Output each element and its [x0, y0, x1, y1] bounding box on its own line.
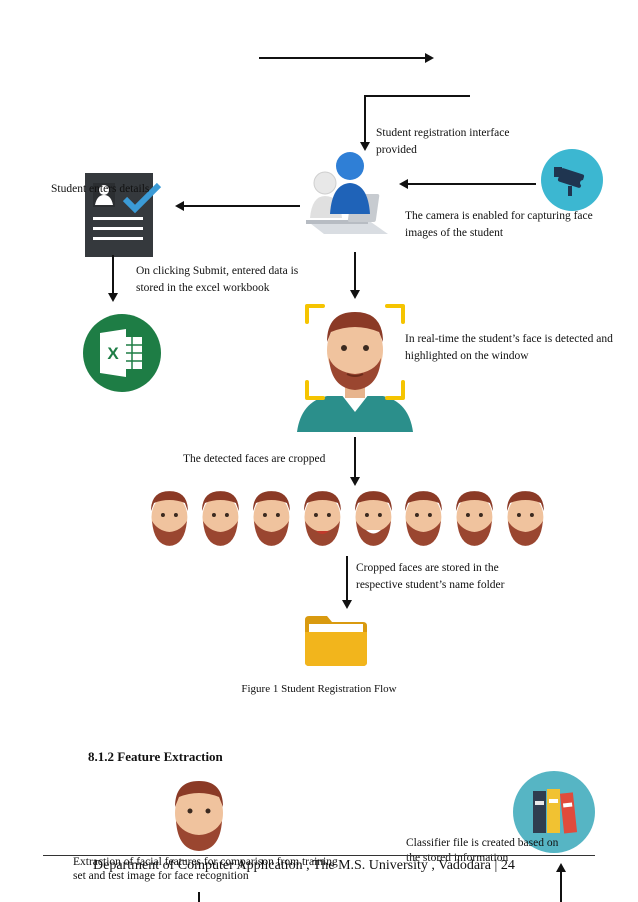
- submit-label: On clicking Submit, entered data is stor…: [136, 265, 299, 294]
- details-arrow-line: [183, 205, 300, 207]
- excel-arrow-line: [112, 255, 114, 295]
- face-arrow-head: [350, 290, 360, 299]
- top-arrow-line: [259, 57, 427, 59]
- cropped-faces-strip: [145, 487, 550, 548]
- camera-arrow-line: [407, 183, 536, 185]
- interface-label: Student registration interface provided: [376, 127, 510, 156]
- folder-arrow-line: [346, 556, 348, 601]
- form-document-icon: [85, 173, 162, 257]
- crop-arrow-line: [354, 437, 356, 478]
- realtime-label: In real-time the student’s face is detec…: [405, 333, 613, 362]
- bottom-right-arrow-line: [560, 872, 562, 902]
- camera-icon: [541, 149, 603, 211]
- interface-arrow-head: [360, 142, 370, 151]
- figure-caption: Figure 1 Student Registration Flow: [241, 683, 397, 695]
- cropped-face-image: [450, 487, 500, 548]
- feature-face-illustration: [167, 777, 231, 852]
- stored-label: Cropped faces are stored in the respecti…: [356, 562, 505, 591]
- folder-arrow-head: [342, 600, 352, 609]
- camera-arrow-head: [399, 179, 408, 189]
- excel-letter: X: [107, 344, 119, 363]
- details-arrow-head: [175, 201, 184, 211]
- interface-arrow-vertical: [364, 95, 366, 143]
- cropped-face-image: [195, 487, 245, 548]
- top-arrow-head: [425, 53, 434, 63]
- bottom-right-arrow-head: [556, 863, 566, 872]
- camera-label: The camera is enabled for capturing face…: [405, 210, 593, 239]
- cropped-label: The detected faces are cropped: [183, 453, 326, 465]
- cropped-face-image: [348, 487, 398, 548]
- cropped-face-image: [297, 487, 347, 548]
- face-arrow-line: [354, 252, 356, 291]
- section-heading: 8.1.2 Feature Extraction: [88, 749, 223, 764]
- cropped-face-image: [246, 487, 296, 548]
- excel-arrow-head: [108, 293, 118, 302]
- crop-arrow-head: [350, 477, 360, 486]
- extraction-label: Extraction of facial features for compar…: [73, 856, 338, 882]
- footer-text: Department of Computer Application , The…: [93, 858, 515, 874]
- interface-arrow-horizontal: [364, 95, 470, 97]
- classifier-books-icon: [513, 771, 595, 853]
- excel-icon: X: [83, 314, 161, 392]
- enters-details-label: Student enters details: [51, 183, 150, 195]
- footer-department: Department of Computer Application , The…: [93, 858, 492, 873]
- cropped-face-image: [501, 487, 550, 548]
- cropped-face-image: [399, 487, 449, 548]
- folder-icon: [305, 616, 367, 666]
- footer-separator: |: [494, 858, 501, 873]
- detected-face-illustration: [297, 304, 413, 432]
- page-number: 24: [500, 858, 515, 873]
- bottom-left-arrow-line: [198, 892, 200, 902]
- computer-user-icon: [306, 152, 388, 234]
- footer-rule: [43, 855, 595, 856]
- cropped-face-image: [145, 487, 194, 548]
